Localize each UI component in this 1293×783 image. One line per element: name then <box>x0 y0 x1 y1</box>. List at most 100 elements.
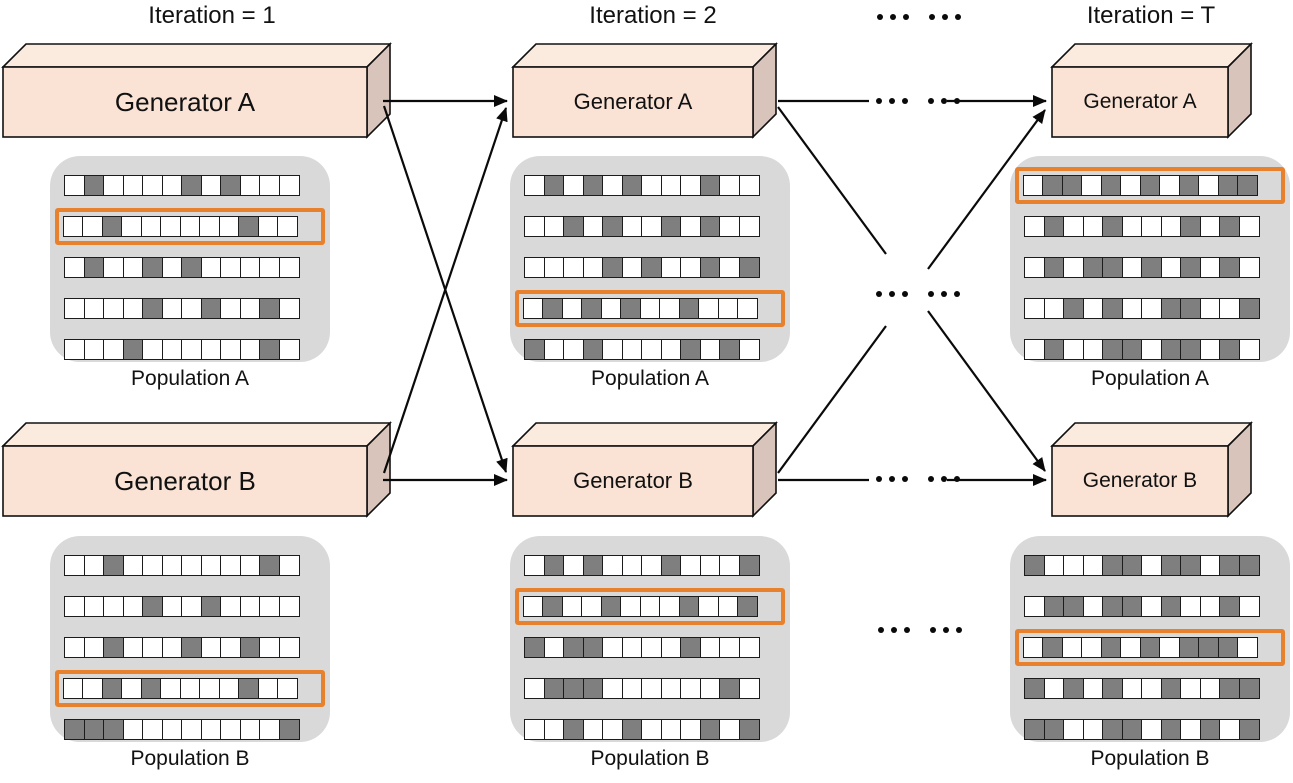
gene-cell <box>1199 719 1221 740</box>
gene-cell <box>1219 216 1240 237</box>
gene-cell <box>1238 719 1260 740</box>
gene-cell <box>563 678 584 699</box>
gene-cell <box>738 637 760 658</box>
gene-cell <box>277 678 298 699</box>
generator-a-label-iterT: Generator A <box>1083 90 1197 113</box>
gene-cell <box>602 555 623 576</box>
gene-cell <box>719 637 740 658</box>
gene-cell <box>602 719 623 740</box>
gene-cell <box>200 555 222 576</box>
chromosome-row <box>1024 339 1276 360</box>
gene-cell <box>64 555 85 576</box>
population-a-label-iterT: Population A <box>1091 367 1209 390</box>
gene-cell <box>563 637 584 658</box>
gene-cell <box>83 637 105 658</box>
gene-cell <box>64 175 85 196</box>
selected-chromosome-highlight <box>515 588 785 625</box>
generator-a-label-iter1: Generator A <box>114 86 256 117</box>
gene-cell <box>699 339 721 360</box>
population-a-panel-iterT <box>1010 156 1290 362</box>
gene-cell <box>719 257 740 278</box>
iteration-T-title: Iteration = T <box>1086 2 1216 29</box>
gene-cell <box>1121 257 1143 278</box>
chromosome-row <box>64 719 316 740</box>
gene-cell <box>719 555 740 576</box>
gene-cell <box>181 298 202 319</box>
gene-cell <box>1102 555 1123 576</box>
chromosome-row <box>64 637 316 658</box>
gene-cell <box>278 719 300 740</box>
gene-cell <box>161 257 183 278</box>
gene-cell <box>142 257 163 278</box>
gene-cell <box>563 339 584 360</box>
gene-cell <box>582 257 604 278</box>
gene-cell <box>142 339 163 360</box>
selected-chromosome-highlight <box>1015 167 1285 204</box>
gene-cell <box>660 216 682 237</box>
chromosome-row <box>55 670 325 707</box>
gene-cell <box>64 637 85 658</box>
gene-cell <box>1180 216 1201 237</box>
gene-cell <box>220 596 241 617</box>
gene-cell <box>103 555 124 576</box>
gene-cell <box>1160 298 1182 319</box>
gene-cell <box>524 175 545 196</box>
gene-cell <box>83 298 105 319</box>
ellipsis-dots-generator-a-arrow <box>876 98 960 104</box>
gene-cell <box>641 555 662 576</box>
gene-cell <box>83 339 105 360</box>
chromosome-row <box>64 257 316 278</box>
gene-cell <box>278 175 300 196</box>
gene-cell <box>103 339 124 360</box>
gene-cell <box>1237 175 1258 196</box>
gene-cell <box>660 339 682 360</box>
chromosome-row <box>524 175 776 196</box>
ellipsis-dots-generator-b-arrow <box>876 476 960 482</box>
gene-cell <box>1063 298 1084 319</box>
gene-cell <box>1199 555 1221 576</box>
chromosome-row <box>64 339 316 360</box>
population-b-panel-iter2 <box>510 536 790 742</box>
gene-cell <box>738 678 760 699</box>
gene-cell <box>563 719 584 740</box>
gene-cell <box>239 555 261 576</box>
gene-cell <box>1160 596 1182 617</box>
gene-cell <box>200 298 222 319</box>
gene-cell <box>1102 719 1123 740</box>
gene-cell <box>1121 719 1143 740</box>
gene-cell <box>543 216 565 237</box>
chromosome-row <box>64 175 316 196</box>
gene-cell <box>1063 257 1084 278</box>
gene-cell <box>1160 216 1182 237</box>
gene-cell <box>181 257 202 278</box>
selected-chromosome-highlight <box>55 670 325 707</box>
gene-cell <box>259 596 280 617</box>
gene-cell <box>1121 678 1143 699</box>
gene-cell <box>1063 719 1084 740</box>
gene-cell <box>181 719 202 740</box>
gene-cell <box>161 596 183 617</box>
gene-cell <box>200 596 222 617</box>
gene-cell <box>737 298 758 319</box>
gene-cell <box>524 216 545 237</box>
gene-cell <box>543 339 565 360</box>
gene-cell <box>1141 298 1162 319</box>
gene-cell <box>1121 339 1143 360</box>
gene-cell <box>680 637 701 658</box>
gene-cell <box>582 719 604 740</box>
gene-cell <box>563 257 584 278</box>
gene-cell <box>1219 719 1240 740</box>
gene-cell <box>621 175 643 196</box>
gene-cell <box>621 719 643 740</box>
gene-cell <box>680 257 701 278</box>
gene-cell <box>1082 298 1104 319</box>
gene-cell <box>278 637 300 658</box>
gene-cell <box>621 257 643 278</box>
gene-cell <box>1199 339 1221 360</box>
chromosome-row <box>515 290 785 327</box>
gene-cell <box>1082 719 1104 740</box>
gene-cell <box>1024 298 1045 319</box>
gene-cell <box>719 339 740 360</box>
gene-cell <box>278 257 300 278</box>
gene-cell <box>641 175 662 196</box>
